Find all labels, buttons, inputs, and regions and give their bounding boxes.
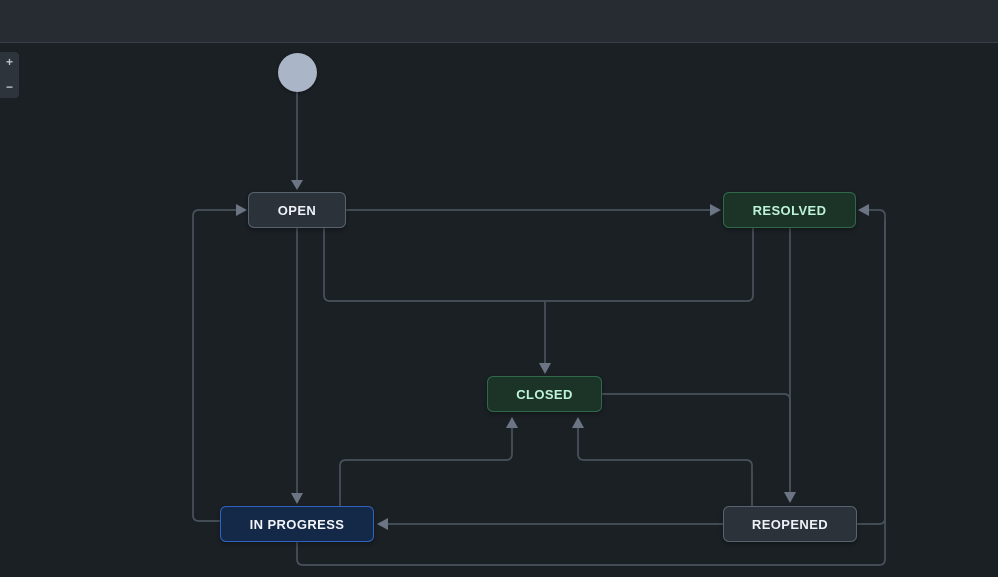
node-reopened-label: REOPENED: [751, 516, 829, 532]
zoom-out-button[interactable]: −: [5, 80, 13, 94]
edge-closed-to-reopened: [602, 393, 791, 490]
node-open-label: OPEN: [277, 202, 317, 218]
edge-inprogress-to-closed: [339, 417, 518, 506]
edge-reopened-to-inprogress: [377, 518, 723, 530]
zoom-controls: + −: [0, 52, 19, 98]
arrowhead-into-open-top: [291, 180, 303, 190]
node-closed[interactable]: CLOSED: [487, 376, 602, 412]
edge-inprogress-to-resolved: [296, 220, 886, 566]
edge-inprogress-to-open: [192, 204, 247, 522]
node-open[interactable]: OPEN: [248, 192, 346, 228]
arrowhead-into-reopened-top: [784, 492, 796, 503]
edge-resolved-to-closed: [539, 228, 754, 374]
arrowhead-into-inprogress-right: [377, 518, 388, 530]
arrowhead-into-closed-bottom-left: [506, 417, 518, 428]
node-in-progress-label: IN PROGRESS: [249, 516, 345, 532]
node-reopened[interactable]: REOPENED: [723, 506, 857, 542]
node-resolved[interactable]: RESOLVED: [723, 192, 856, 228]
edge-open-to-resolved: [346, 204, 721, 216]
edge-reopened-to-resolved: [857, 204, 886, 525]
arrowhead-into-closed-top: [539, 363, 551, 374]
edge-open-to-closed: [323, 228, 545, 302]
arrowhead-into-resolved-right: [858, 204, 869, 216]
start-node[interactable]: [278, 53, 317, 92]
node-closed-label: CLOSED: [516, 386, 573, 402]
arrowhead-into-resolved-left: [710, 204, 721, 216]
edge-start-to-open: [291, 92, 303, 190]
node-resolved-label: RESOLVED: [752, 202, 827, 218]
zoom-in-button[interactable]: +: [5, 55, 13, 69]
node-in-progress[interactable]: IN PROGRESS: [220, 506, 374, 542]
arrowhead-into-inprogress-top: [291, 493, 303, 504]
arrowhead-into-open-left: [236, 204, 247, 216]
edge-reopened-to-closed: [572, 417, 753, 506]
edge-open-to-inprogress: [291, 228, 303, 504]
top-bar: [0, 0, 998, 43]
arrowhead-into-closed-bottom-right: [572, 417, 584, 428]
